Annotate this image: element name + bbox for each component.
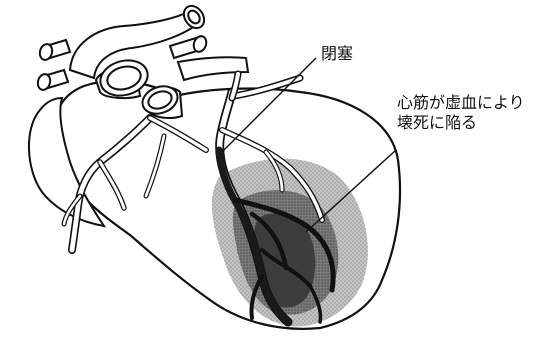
necrosis-label: 心筋が虚血により 壊死に陥る [397, 93, 525, 132]
necrosis-label-line1: 心筋が虚血により [397, 93, 525, 113]
necrosis-label-line2: 壊死に陥る [397, 113, 525, 133]
occlusion-label: 閉塞 [321, 44, 353, 64]
